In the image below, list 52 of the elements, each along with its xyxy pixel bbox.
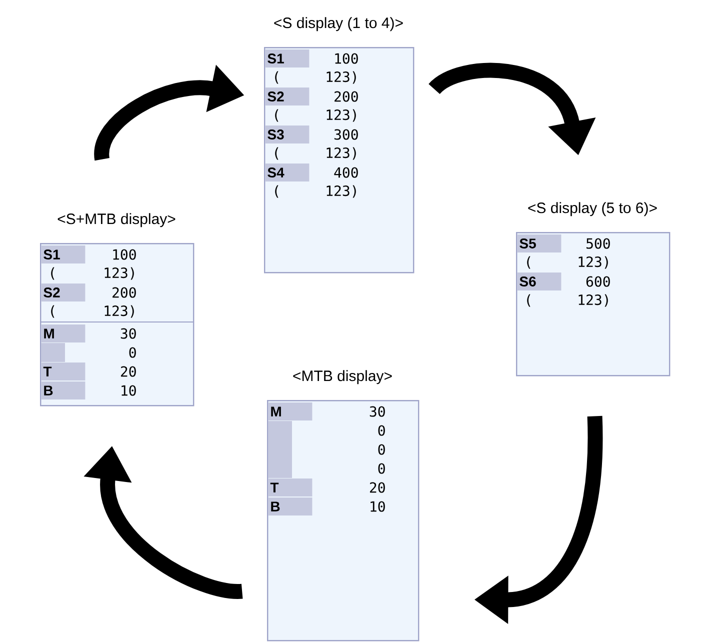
row-label: S1 xyxy=(265,50,310,68)
row-label: S2 xyxy=(41,284,86,302)
value-text: 0 xyxy=(129,347,136,358)
panel-heading: <S+MTB display> xyxy=(58,213,176,228)
paren-text: ( xyxy=(275,185,278,198)
panel-heading: <MTB display> xyxy=(293,370,392,384)
value-text: 10 xyxy=(370,501,385,512)
row-label: S2 xyxy=(265,88,310,106)
value-text: 123) xyxy=(326,147,356,160)
value-text: 123) xyxy=(326,109,356,122)
value-text: 10 xyxy=(122,385,136,396)
row-label: T xyxy=(41,362,86,380)
row-label: B xyxy=(41,382,86,400)
panel-heading: <S display (1 to 4)> xyxy=(274,17,403,32)
value-text: 123) xyxy=(578,256,608,269)
value-text: 30 xyxy=(120,328,136,339)
row-label: S3 xyxy=(265,126,310,144)
value-text: 0 xyxy=(378,425,385,436)
row-label: B xyxy=(268,498,312,516)
value-text: 0 xyxy=(378,444,385,455)
value-text: 123) xyxy=(326,185,356,198)
value-text: 20 xyxy=(120,366,136,377)
value-text: 123) xyxy=(326,71,356,84)
row-label: M xyxy=(268,402,312,420)
value-text: 20 xyxy=(370,482,385,493)
value-text: 500 xyxy=(586,238,610,249)
paren-text: ( xyxy=(275,71,278,84)
paren-text: ( xyxy=(51,305,54,318)
value-text: 0 xyxy=(378,463,385,474)
paren-text: ( xyxy=(527,294,530,307)
value-text: 100 xyxy=(335,53,358,64)
value-text: 100 xyxy=(113,249,136,260)
value-text: 30 xyxy=(370,406,385,417)
paren-text: ( xyxy=(527,256,530,269)
row-label: S6 xyxy=(517,272,562,290)
value-text: 123) xyxy=(104,267,134,280)
value-text: 400 xyxy=(334,167,358,178)
value-text: 600 xyxy=(586,276,610,287)
paren-text: ( xyxy=(275,109,278,122)
row-label: M xyxy=(41,324,86,342)
paren-text: ( xyxy=(275,147,278,160)
row-label: T xyxy=(268,478,312,496)
value-text: 200 xyxy=(112,287,136,298)
value-text: 123) xyxy=(104,305,134,318)
row-label: S4 xyxy=(265,164,310,182)
value-text: 123) xyxy=(578,294,608,307)
value-text: 300 xyxy=(334,129,358,140)
value-text: 200 xyxy=(334,91,358,102)
paren-text: ( xyxy=(51,267,54,280)
panel-heading: <S display (5 to 6)> xyxy=(528,202,657,216)
row-label: S5 xyxy=(517,234,562,252)
row-label: S1 xyxy=(41,246,86,264)
